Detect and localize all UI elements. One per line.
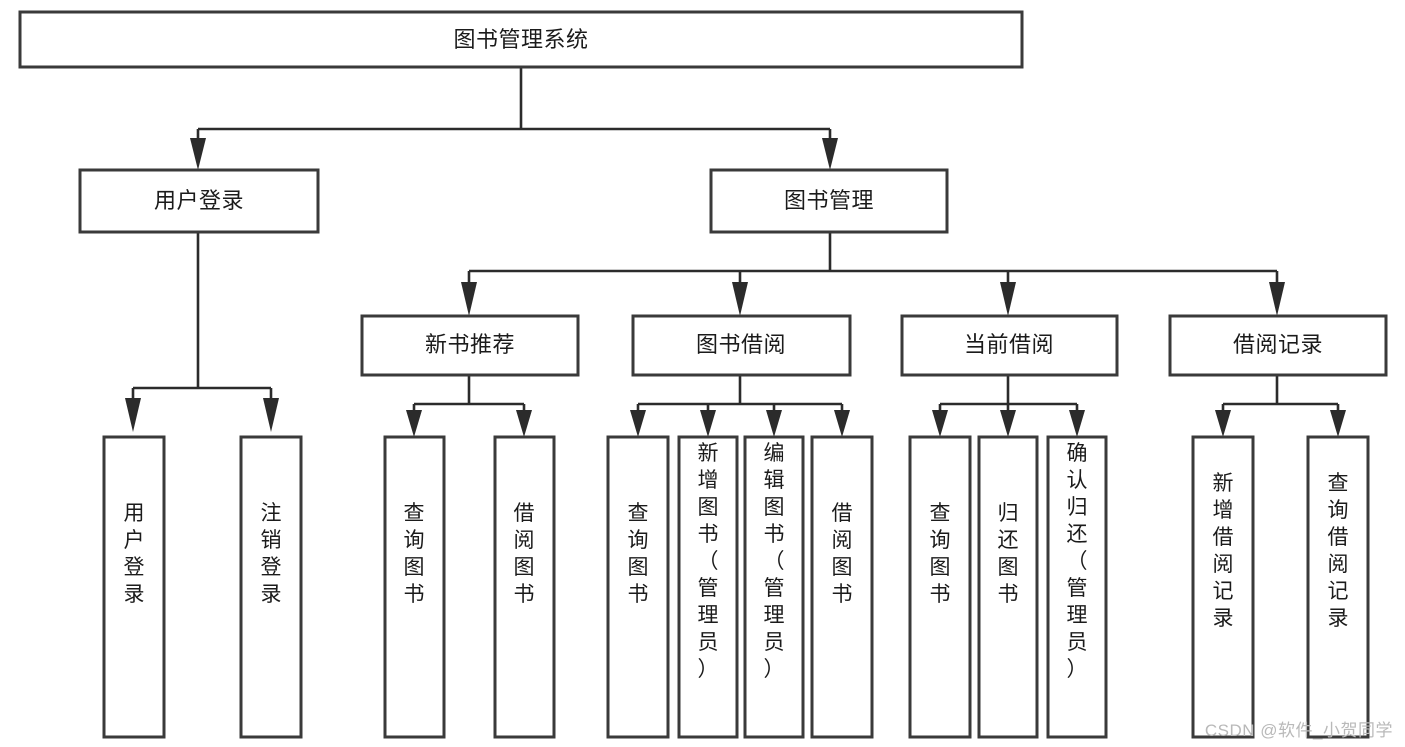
node-book-manage[interactable]: 图书管理 <box>709 168 949 234</box>
arrow-to-book-manage <box>822 138 838 170</box>
leaf-query-book-2-label: 查询图书 <box>628 502 649 606</box>
new-book-rec-box[interactable] <box>360 314 580 377</box>
arrow-leaf-confirm-return <box>1069 410 1085 437</box>
node-user-login[interactable]: 用户登录 <box>78 168 320 234</box>
leaf-confirm-return-box[interactable] <box>1046 435 1108 739</box>
leaf-borrow-book-2-box[interactable] <box>810 435 874 739</box>
borrow-record-label: 借阅记录 <box>1233 332 1323 357</box>
leaf-query-record-label: 查询借阅记录 <box>1328 472 1349 630</box>
user-login-box[interactable] <box>78 168 320 234</box>
arrow-leaf-query-book-3 <box>932 410 948 437</box>
node-book-borrow[interactable]: 图书借阅 <box>631 314 852 377</box>
arrow-leaf-user-login <box>125 398 141 432</box>
node-root[interactable]: 图书管理系统 <box>18 10 1024 69</box>
leaf-add-book-box[interactable] <box>677 435 739 739</box>
leaf-query-book-3-box[interactable] <box>908 435 972 739</box>
leaf-return-book-box[interactable] <box>977 435 1039 739</box>
leaf-query-book-1-box[interactable] <box>383 435 446 739</box>
node-borrow-record[interactable]: 借阅记录 <box>1168 314 1388 377</box>
arrow-leaf-edit-book <box>766 410 782 437</box>
arrow-leaf-return-book <box>1000 410 1016 437</box>
leaf-borrow-book-2-label: 借阅图书 <box>832 502 853 606</box>
borrow-record-box[interactable] <box>1168 314 1388 377</box>
arrow-to-user-login <box>190 138 206 170</box>
node-leaf-query-record[interactable]: 查询借阅记录 <box>1306 435 1370 739</box>
arrow-book-borrow <box>732 282 748 316</box>
leaf-add-record-label: 新增借阅记录 <box>1213 472 1234 630</box>
node-leaf-borrow-book-2[interactable]: 借阅图书 <box>810 435 874 739</box>
book-borrow-label: 图书借阅 <box>696 332 786 357</box>
leaf-edit-book-box[interactable] <box>743 435 805 739</box>
current-borrow-label: 当前借阅 <box>964 332 1054 357</box>
arrow-leaf-query-record <box>1330 410 1346 437</box>
node-leaf-confirm-return[interactable]: 确认归还（管理员） <box>1046 435 1108 739</box>
arrow-current-borrow <box>1000 282 1016 316</box>
node-leaf-add-record[interactable]: 新增借阅记录 <box>1191 435 1255 739</box>
leaf-user-login-label: 用户登录 <box>124 502 145 606</box>
leaf-user-login-box[interactable] <box>102 435 166 739</box>
arrow-leaf-query-book-2 <box>630 410 646 437</box>
leaf-confirm-return-label: 确认归还（管理员） <box>1067 442 1088 681</box>
new-book-rec-label: 新书推荐 <box>425 332 515 357</box>
node-leaf-logout-login[interactable]: 注销登录 <box>239 435 303 739</box>
leaf-query-book-3-label: 查询图书 <box>930 502 951 606</box>
leaf-query-record-box[interactable] <box>1306 435 1370 739</box>
book-manage-box[interactable] <box>709 168 949 234</box>
arrow-leaf-borrow-book-1 <box>516 410 532 437</box>
leaf-edit-book-label: 编辑图书（管理员） <box>764 442 785 681</box>
leaf-return-book-label: 归还图书 <box>998 502 1019 606</box>
leaf-query-book-1-label: 查询图书 <box>404 502 425 606</box>
node-leaf-user-login[interactable]: 用户登录 <box>102 435 166 739</box>
node-leaf-query-book-1[interactable]: 查询图书 <box>383 435 446 739</box>
arrow-new-book-rec <box>461 282 477 316</box>
arrow-leaf-query-book-1 <box>406 410 422 437</box>
book-manage-label: 图书管理 <box>784 188 874 213</box>
arrow-borrow-record <box>1269 282 1285 316</box>
leaf-logout-login-label: 注销登录 <box>261 502 282 606</box>
leaf-query-book-2-box[interactable] <box>606 435 670 739</box>
leaf-borrow-book-1-label: 借阅图书 <box>514 502 535 606</box>
node-new-book-rec[interactable]: 新书推荐 <box>360 314 580 377</box>
node-leaf-query-book-3[interactable]: 查询图书 <box>908 435 972 739</box>
node-leaf-add-book[interactable]: 新增图书（管理员） <box>677 435 739 739</box>
arrow-leaf-logout-login <box>263 398 279 432</box>
node-leaf-edit-book[interactable]: 编辑图书（管理员） <box>743 435 805 739</box>
node-leaf-query-book-2[interactable]: 查询图书 <box>606 435 670 739</box>
arrow-leaf-add-book <box>700 410 716 437</box>
leaf-logout-login-box[interactable] <box>239 435 303 739</box>
node-current-borrow[interactable]: 当前借阅 <box>900 314 1119 377</box>
root-label: 图书管理系统 <box>453 27 588 52</box>
root-box[interactable] <box>18 10 1024 69</box>
current-borrow-box[interactable] <box>900 314 1119 377</box>
connectors <box>125 67 1346 437</box>
node-leaf-return-book[interactable]: 归还图书 <box>977 435 1039 739</box>
arrow-leaf-borrow-book-2 <box>834 410 850 437</box>
leaf-add-record-box[interactable] <box>1191 435 1255 739</box>
book-borrow-box[interactable] <box>631 314 852 377</box>
node-leaf-borrow-book-1[interactable]: 借阅图书 <box>493 435 556 739</box>
leaf-borrow-book-1-box[interactable] <box>493 435 556 739</box>
user-login-label: 用户登录 <box>154 188 244 213</box>
leaf-add-book-label: 新增图书（管理员） <box>698 442 719 681</box>
arrow-leaf-add-record <box>1215 410 1231 437</box>
